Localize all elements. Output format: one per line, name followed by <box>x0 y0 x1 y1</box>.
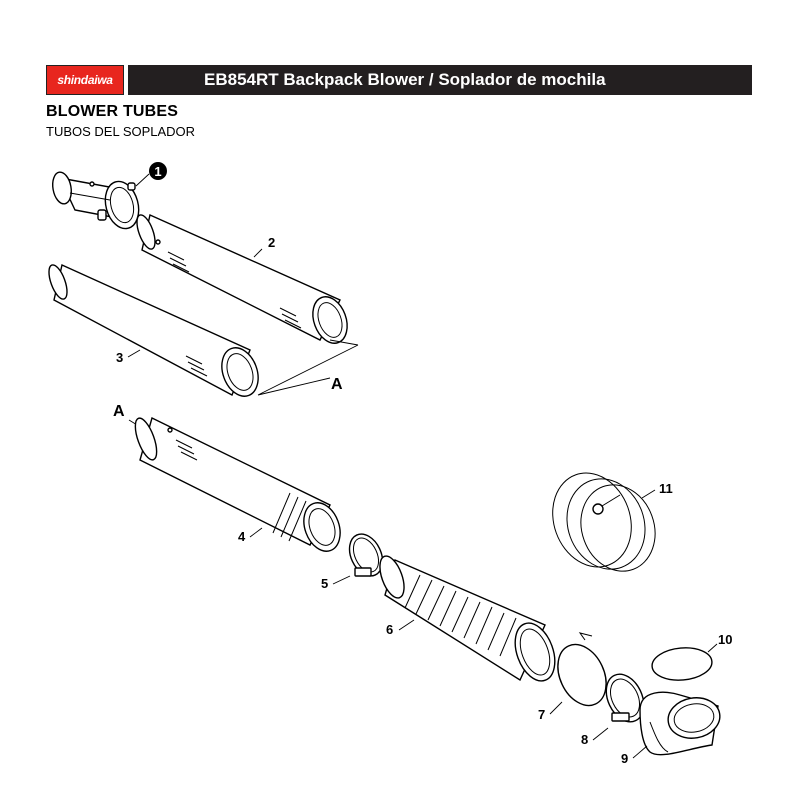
part-5-clamp[interactable] <box>343 529 389 582</box>
part-9-elbow[interactable] <box>639 691 723 756</box>
callout-11: 11 <box>659 481 673 496</box>
callout-ref-a-lower: A <box>113 403 125 420</box>
part-7-ring[interactable] <box>549 632 616 713</box>
callout-1-badge <box>149 162 167 180</box>
header-bar: shindaiwa EB854RT Backpack Blower / Sopl… <box>46 65 752 95</box>
callout-10: 10 <box>718 632 732 647</box>
part-1-nozzle[interactable] <box>50 171 143 233</box>
part-8-clamp[interactable] <box>599 668 651 728</box>
callout-7: 7 <box>538 707 545 722</box>
callout-ref-a-upper: A <box>331 376 343 393</box>
callout-2: 2 <box>268 235 275 250</box>
callout-8: 8 <box>581 732 588 747</box>
callout-6: 6 <box>386 622 393 637</box>
callout-4: 4 <box>238 529 246 544</box>
page-title: EB854RT Backpack Blower / Soplador de mo… <box>128 65 752 95</box>
callout-5: 5 <box>321 576 328 591</box>
callout-3: 3 <box>116 350 123 365</box>
section-title: BLOWER TUBES <box>46 103 179 120</box>
part-10-oring[interactable] <box>651 645 714 682</box>
shindaiwa-logo: shindaiwa <box>46 65 124 95</box>
reference-plane <box>257 339 359 396</box>
part-6-flex-hose[interactable] <box>375 553 562 686</box>
part-4-tube[interactable] <box>131 416 347 557</box>
callout-1: 1 <box>154 164 161 179</box>
part-3-tube[interactable] <box>45 263 264 402</box>
callout-9: 9 <box>621 751 628 766</box>
part-11-wire-coil[interactable] <box>540 462 667 582</box>
part-2-tube[interactable] <box>133 213 353 348</box>
section-subtitle: TUBOS DEL SOPLADOR <box>46 124 196 139</box>
